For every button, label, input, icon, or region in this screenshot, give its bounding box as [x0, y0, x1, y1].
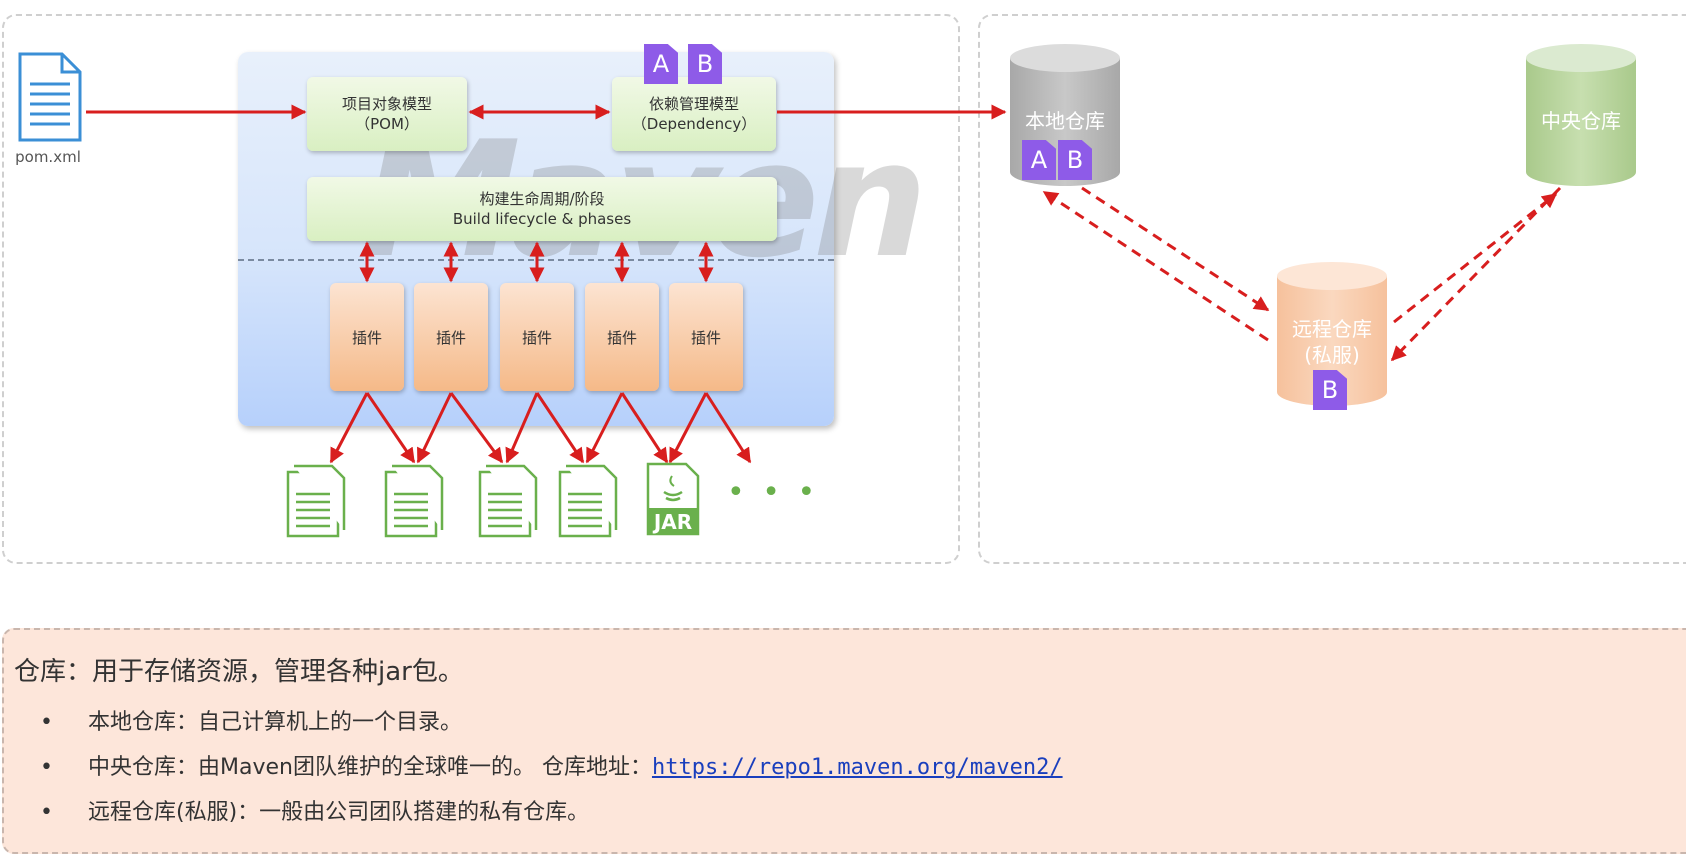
remote-repository-cylinder: [1277, 262, 1387, 406]
list-item: • 本地仓库：自己计算机上的一个目录。: [40, 704, 462, 736]
list-item-text: 远程仓库(私服)：一般由公司团队搭建的私有仓库。: [88, 800, 590, 825]
lifecycle-subtitle: Build lifecycle & phases: [452, 210, 632, 228]
plugin-box: 插件: [414, 283, 488, 391]
plugin-box: 插件: [500, 283, 574, 391]
build-lifecycle-box: 构建生命周期/阶段 Build lifecycle & phases: [307, 177, 777, 241]
repository-sync-arrows: [1042, 186, 1562, 362]
jar-file-icon: [646, 462, 700, 536]
central-repository-label: 中央仓库: [1541, 109, 1621, 133]
badge-b-icon: B: [1058, 140, 1092, 180]
ellipsis-icon: • • •: [727, 475, 820, 510]
pom-model-subtitle: （POM）: [355, 115, 419, 133]
local-repository-label: 本地仓库: [1025, 109, 1105, 133]
plugin-box: 插件: [330, 283, 404, 391]
document-icon: [558, 464, 618, 538]
plugin-box: 插件: [585, 283, 659, 391]
badge-a-icon: A: [1022, 140, 1056, 180]
badge-b-icon: B: [1313, 370, 1347, 410]
remote-repository-label: 远程仓库 (私服): [1276, 316, 1388, 368]
central-repository-link[interactable]: https://repo1.maven.org/maven2/: [651, 755, 1063, 780]
lifecycle-title: 构建生命周期/阶段: [479, 190, 605, 208]
plugin-box: 插件: [669, 283, 743, 391]
document-icon: [384, 464, 444, 538]
repository-info-title: 仓库：用于存储资源，管理各种jar包。: [14, 657, 464, 687]
document-icon: [286, 464, 346, 538]
bullet-icon: •: [40, 755, 53, 780]
badge-b-icon: B: [688, 44, 722, 84]
pom-file-icon: [18, 52, 82, 142]
remote-repository-title: 远程仓库: [1292, 317, 1372, 341]
bullet-icon: •: [40, 800, 53, 825]
list-item-text: 本地仓库：自己计算机上的一个目录。: [88, 710, 463, 735]
lifecycle-plugin-arrows: [359, 241, 714, 283]
jar-label: JAR: [653, 510, 693, 534]
dependency-model-box: 依赖管理模型 （Dependency）: [612, 77, 776, 151]
list-item: • 中央仓库：由Maven团队维护的全球唯一的。 仓库地址：https://rep…: [40, 749, 1063, 781]
dependency-model-title: 依赖管理模型: [648, 95, 739, 113]
plugin-output-arrows: [329, 392, 752, 464]
bullet-icon: •: [40, 710, 53, 735]
repository-info-box: [2, 628, 1686, 854]
pom-model-box: 项目对象模型 （POM）: [307, 77, 467, 151]
list-item-text: 中央仓库：由Maven团队维护的全球唯一的。 仓库地址：: [88, 755, 652, 780]
pom-model-title: 项目对象模型: [341, 95, 432, 113]
badge-a-icon: A: [644, 44, 678, 84]
list-item: • 远程仓库(私服)：一般由公司团队搭建的私有仓库。: [40, 794, 589, 826]
pom-file-label: pom.xml: [15, 148, 81, 166]
dependency-model-subtitle: （Dependency）: [631, 115, 757, 133]
document-icon: [478, 464, 538, 538]
remote-repository-subtitle: (私服): [1304, 343, 1360, 367]
central-repository-cylinder: [1526, 44, 1636, 186]
